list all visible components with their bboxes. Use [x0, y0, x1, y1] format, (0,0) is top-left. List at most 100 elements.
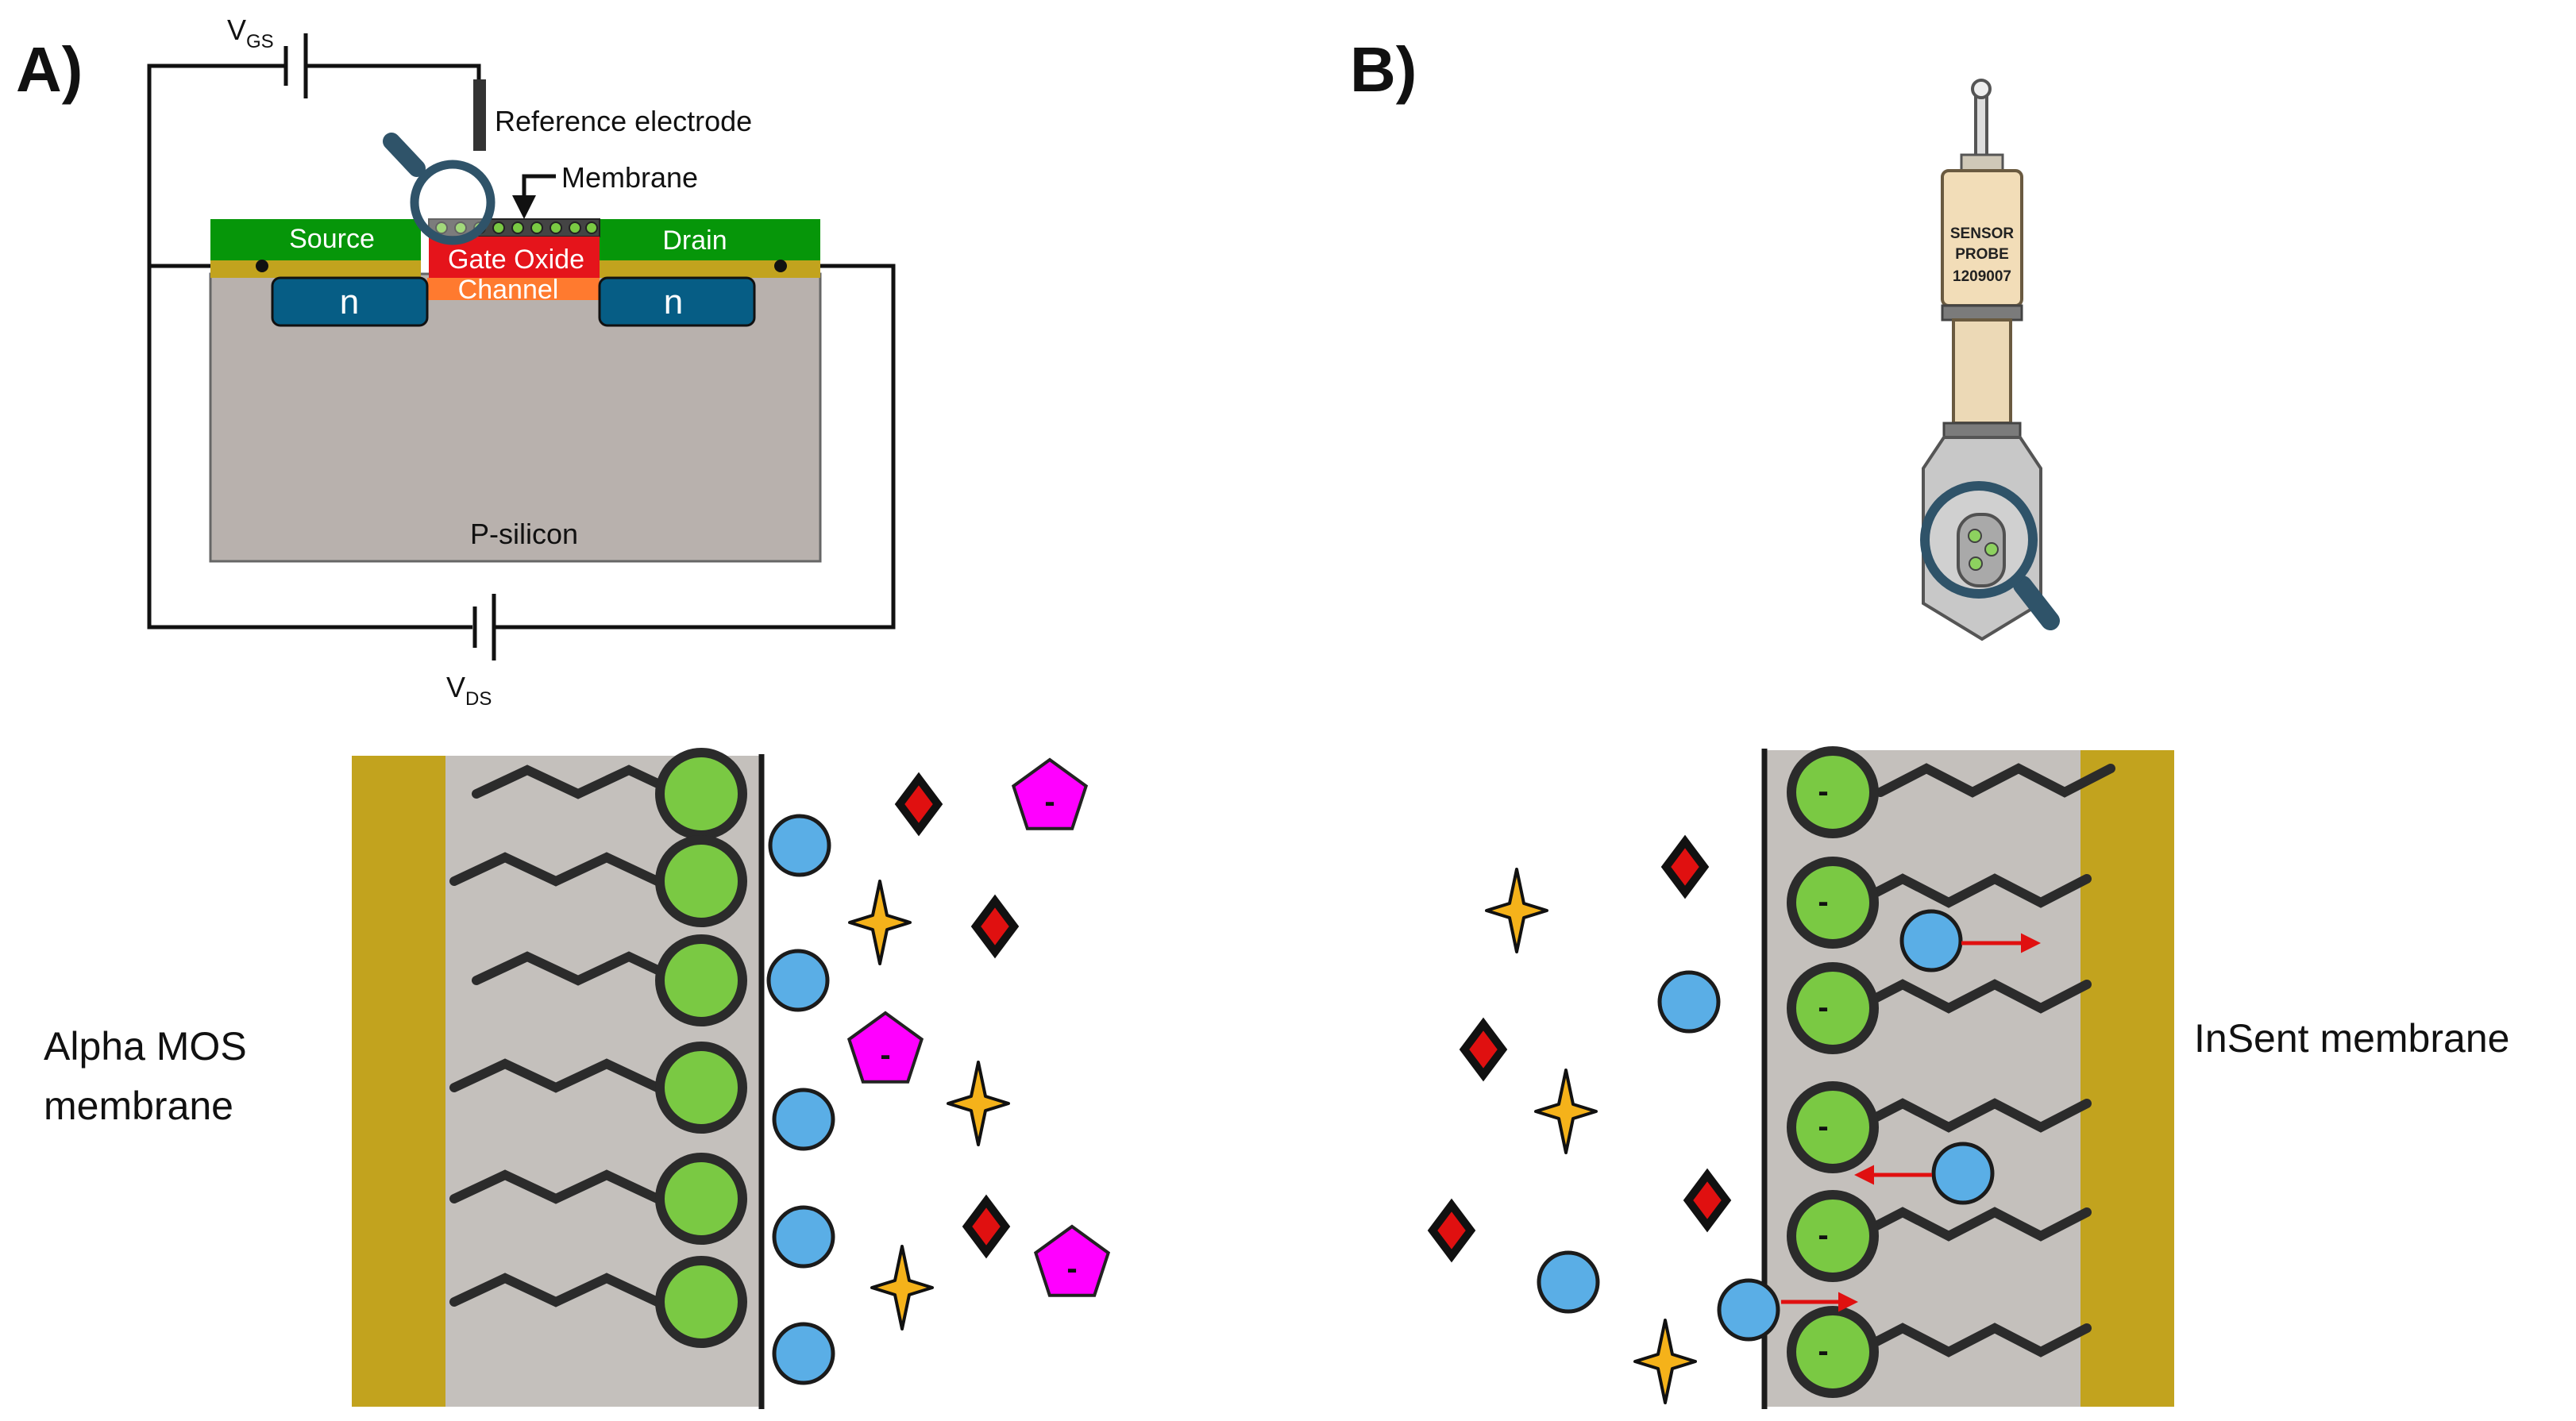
anion-charge: - [1066, 1251, 1077, 1286]
lipid-tail [1852, 873, 2092, 908]
cation-ion [1719, 1280, 1778, 1339]
lipid-charge: - [1818, 884, 1828, 919]
probe-label-line1: SENSOR [1950, 225, 2015, 242]
lipid-charge: - [1818, 1218, 1828, 1253]
anion-pentagon: - [1033, 1224, 1111, 1297]
cation-ion [769, 951, 827, 1010]
gate-oxide-label: Gate Oxide [448, 245, 584, 275]
cation-ion [774, 1207, 833, 1266]
lipid-head [655, 835, 747, 927]
n-region-right [598, 276, 756, 327]
diamond-ion [976, 901, 1014, 952]
star-molecule [1534, 1069, 1598, 1154]
membrane-label: Membrane [561, 161, 698, 194]
anion-pentagon: - [846, 1011, 924, 1084]
vds-battery [472, 594, 496, 660]
cation-ion [774, 1090, 833, 1149]
star-molecule [848, 880, 912, 965]
drain-region [600, 219, 820, 262]
reference-electrode-label: Reference electrode [495, 105, 752, 137]
diamond-ion [1688, 1175, 1726, 1226]
star-molecule [1485, 868, 1548, 953]
isfet-circuit-wires [147, 64, 896, 630]
lipid-tail [1876, 763, 2115, 798]
cation-ion [1660, 972, 1718, 1031]
star-molecule [947, 1061, 1010, 1146]
channel [427, 278, 600, 300]
alpha-mos-label-line2: membrane [44, 1084, 233, 1128]
lipid-head [655, 1256, 747, 1348]
alpha-lipid-layer [449, 748, 747, 1348]
star-molecule [870, 1245, 934, 1331]
anion-pentagon: - [1011, 757, 1089, 830]
magnifier-icon [383, 133, 496, 245]
vgs-label: VGS [227, 13, 274, 52]
diamond-ion [1464, 1024, 1502, 1075]
source-contact [210, 260, 421, 278]
lipid-head [655, 1153, 747, 1245]
diamond-ion [967, 1201, 1005, 1252]
cation-ion [770, 816, 829, 875]
pentagon-body [1033, 1224, 1111, 1297]
lipid-charge: - [1818, 1109, 1828, 1144]
source-label: Source [289, 224, 375, 254]
reference-electrode [473, 79, 486, 151]
pentagon-body [1011, 757, 1089, 830]
n-left-label: n [340, 283, 359, 322]
panel-b-label: B) [1350, 34, 1417, 105]
insent-lipid-layer: - - - - - - [1787, 746, 2115, 1398]
probe-label-line3: 1209007 [1953, 268, 2011, 285]
insent-label: InSent membrane [2194, 1016, 2509, 1061]
anion-charge: - [1044, 784, 1055, 819]
lipid-head [655, 934, 747, 1026]
vgs-battery [283, 33, 308, 98]
source-region [210, 219, 421, 262]
panel-a-label: A) [16, 34, 83, 105]
alpha-gold-electrode [352, 756, 445, 1407]
cation-ion [1539, 1253, 1598, 1311]
drain-terminal [774, 260, 787, 272]
diamond-ion [900, 779, 938, 830]
probe-magnifier-icon [1920, 481, 2060, 630]
lipid-head [1787, 857, 1879, 949]
lipid-head [1787, 746, 1879, 838]
lipid-charge: - [1818, 774, 1828, 809]
lipid-head [655, 1042, 747, 1134]
lipid-tail [1852, 1207, 2092, 1242]
alpha-ion-layer: - - - [769, 757, 1111, 1383]
lipid-charge: - [1818, 1334, 1828, 1369]
lipid-head [1787, 1190, 1879, 1282]
cation-ion [774, 1324, 833, 1383]
source-terminal [256, 260, 268, 272]
panel-b: B) SENSOR PROBE 1209007 [1350, 34, 2060, 641]
alpha-mos-membrane-diagram: - - - Alpha MOS membrane [44, 748, 1111, 1409]
cation-ion-inside [1934, 1144, 1992, 1203]
membrane-pointer [512, 174, 556, 219]
lipid-tail [1852, 1323, 2092, 1357]
lipid-head [655, 748, 747, 840]
diamond-ion [1666, 841, 1704, 892]
lipid-tail [1852, 1098, 2092, 1133]
lipid-head [1787, 962, 1879, 1054]
lipid-head [1787, 1081, 1879, 1173]
probe-label-line2: PROBE [1955, 246, 2009, 263]
panel-a: A) VGS VDS Reference electrode P-silicon… [16, 13, 896, 710]
insent-membrane-diagram: - - - - - - InSent membrane [1433, 746, 2509, 1409]
star-molecule [1633, 1319, 1697, 1404]
channel-label: Channel [458, 275, 559, 305]
insent-ion-layer [1433, 841, 2041, 1404]
vds-label: VDS [446, 671, 492, 710]
diamond-ion [1433, 1205, 1471, 1256]
lipid-charge: - [1818, 990, 1828, 1025]
pentagon-body [846, 1011, 924, 1084]
alpha-mos-label-line1: Alpha MOS [44, 1024, 247, 1069]
lipid-tail [1852, 979, 2092, 1014]
lipid-head [1787, 1306, 1879, 1398]
n-right-label: n [664, 283, 683, 322]
anion-charge: - [880, 1038, 890, 1072]
drain-contact [600, 260, 820, 278]
drain-label: Drain [662, 225, 727, 256]
cation-ion-inside [1902, 911, 1961, 970]
insent-membrane-body [1764, 750, 2080, 1407]
